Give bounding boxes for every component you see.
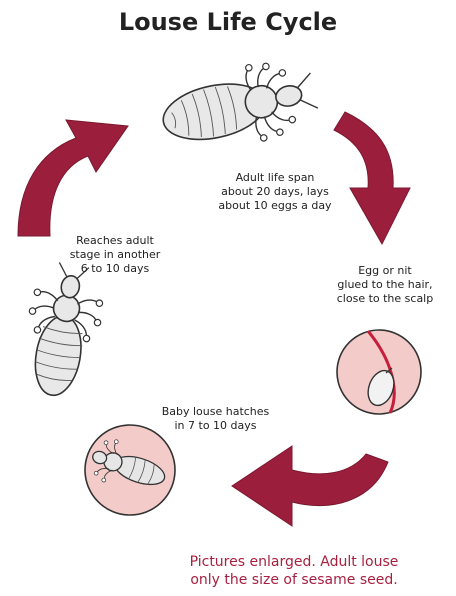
arrow-egg-to-baby <box>232 446 388 526</box>
baby-louse-icon <box>85 425 175 515</box>
arrow-young-to-adult <box>18 120 128 236</box>
young-louse-icon <box>15 259 111 402</box>
adult-louse-icon <box>155 52 322 161</box>
reaches-adult-stage-label: Reaches adult stage in another 6 to 10 d… <box>55 234 175 276</box>
arrow-adult-to-egg <box>334 112 410 244</box>
adult-stage-label: Adult life span about 20 days, lays abou… <box>205 171 345 213</box>
egg-stage-label: Egg or nit glued to the hair, close to t… <box>315 264 455 306</box>
footnote: Pictures enlarged. Adult louse only the … <box>144 553 444 589</box>
egg-nit-icon <box>337 330 421 414</box>
baby-stage-label: Baby louse hatches in 7 to 10 days <box>148 405 283 433</box>
